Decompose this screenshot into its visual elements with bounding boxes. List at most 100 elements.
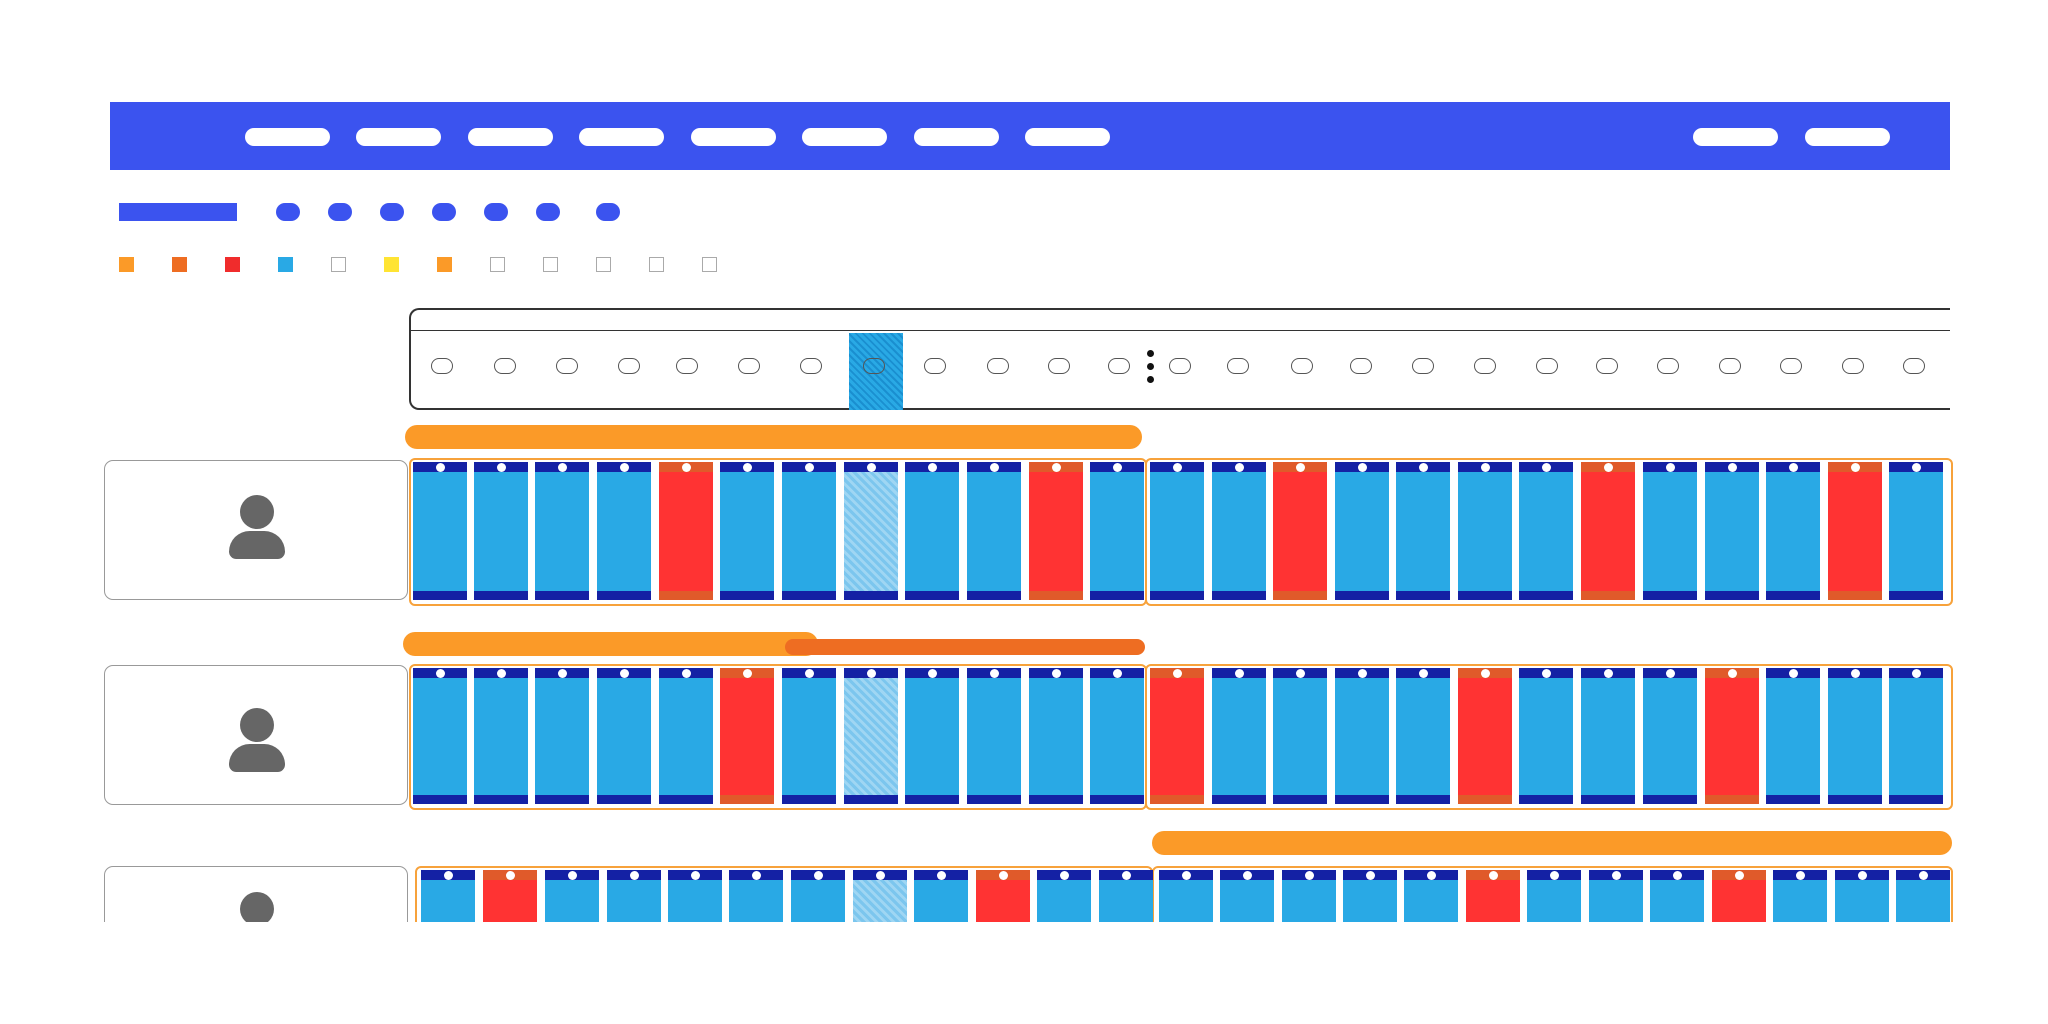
timeline-slot[interactable] xyxy=(1350,358,1372,374)
timeline-slot[interactable] xyxy=(556,358,578,374)
timeline-slot[interactable] xyxy=(924,358,946,374)
available-slot[interactable] xyxy=(782,462,836,600)
available-slot[interactable] xyxy=(535,462,589,600)
available-slot[interactable] xyxy=(791,870,845,930)
available-slot[interactable] xyxy=(1396,668,1450,804)
booking-span-bar-secondary[interactable] xyxy=(785,639,1145,655)
booked-slot[interactable] xyxy=(483,870,537,930)
toolbar-button-2[interactable] xyxy=(328,203,352,221)
available-slot[interactable] xyxy=(1519,668,1573,804)
available-slot[interactable] xyxy=(1589,870,1643,930)
available-slot[interactable] xyxy=(1212,462,1266,600)
available-slot[interactable] xyxy=(1037,870,1091,930)
booked-slot[interactable] xyxy=(976,870,1030,930)
available-slot[interactable] xyxy=(597,462,651,600)
timeline-slot[interactable] xyxy=(1536,358,1558,374)
available-slot[interactable] xyxy=(905,462,959,600)
available-slot[interactable] xyxy=(1828,668,1882,804)
toolbar-button-6[interactable] xyxy=(536,203,560,221)
available-slot[interactable] xyxy=(474,668,528,804)
timeline-slot[interactable] xyxy=(618,358,640,374)
available-slot[interactable] xyxy=(413,462,467,600)
booked-slot[interactable] xyxy=(720,668,774,804)
nav-action-2[interactable] xyxy=(1805,128,1890,146)
available-slot[interactable] xyxy=(421,870,475,930)
available-slot[interactable] xyxy=(967,668,1021,804)
nav-action-1[interactable] xyxy=(1693,128,1778,146)
available-slot[interactable] xyxy=(1099,870,1153,930)
available-slot[interactable] xyxy=(413,668,467,804)
toolbar-button-5[interactable] xyxy=(484,203,508,221)
available-slot[interactable] xyxy=(545,870,599,930)
timeline-slot[interactable] xyxy=(1412,358,1434,374)
available-slot[interactable] xyxy=(1835,870,1889,930)
timeline-slot[interactable] xyxy=(1227,358,1249,374)
timeline-slot[interactable] xyxy=(431,358,453,374)
available-slot[interactable] xyxy=(1404,870,1458,930)
available-slot[interactable] xyxy=(1458,462,1512,600)
timeline-slot[interactable] xyxy=(738,358,760,374)
nav-item-1[interactable] xyxy=(245,128,330,146)
timeline-slot[interactable] xyxy=(676,358,698,374)
selected-slot[interactable] xyxy=(853,870,907,930)
available-slot[interactable] xyxy=(1029,668,1083,804)
selected-slot[interactable] xyxy=(844,668,898,804)
timeline-slot[interactable] xyxy=(1657,358,1679,374)
available-slot[interactable] xyxy=(905,668,959,804)
available-slot[interactable] xyxy=(1766,462,1820,600)
timeline-slot[interactable] xyxy=(494,358,516,374)
nav-item-5[interactable] xyxy=(691,128,776,146)
nav-item-3[interactable] xyxy=(468,128,553,146)
available-slot[interactable] xyxy=(597,668,651,804)
timeline-slot[interactable] xyxy=(987,358,1009,374)
available-slot[interactable] xyxy=(1150,462,1204,600)
toolbar-button-1[interactable] xyxy=(276,203,300,221)
available-slot[interactable] xyxy=(1343,870,1397,930)
available-slot[interactable] xyxy=(1527,870,1581,930)
available-slot[interactable] xyxy=(782,668,836,804)
available-slot[interactable] xyxy=(1643,462,1697,600)
nav-item-7[interactable] xyxy=(914,128,999,146)
toolbar-button-7[interactable] xyxy=(596,203,620,221)
selected-slot[interactable] xyxy=(844,462,898,600)
timeline-slot[interactable] xyxy=(800,358,822,374)
nav-item-4[interactable] xyxy=(579,128,664,146)
booked-slot[interactable] xyxy=(1150,668,1204,804)
available-slot[interactable] xyxy=(668,870,722,930)
available-slot[interactable] xyxy=(729,870,783,930)
available-slot[interactable] xyxy=(1159,870,1213,930)
booking-span-bar[interactable] xyxy=(403,632,818,656)
toolbar-button-3[interactable] xyxy=(380,203,404,221)
available-slot[interactable] xyxy=(1889,668,1943,804)
timeline-slot[interactable] xyxy=(1291,358,1313,374)
available-slot[interactable] xyxy=(474,462,528,600)
timeline-slot[interactable] xyxy=(1048,358,1070,374)
available-slot[interactable] xyxy=(1643,668,1697,804)
timeline-slot[interactable] xyxy=(863,358,885,374)
timeline-slot[interactable] xyxy=(1108,358,1130,374)
timeline-slot[interactable] xyxy=(1169,358,1191,374)
available-slot[interactable] xyxy=(1889,462,1943,600)
available-slot[interactable] xyxy=(1705,462,1759,600)
available-slot[interactable] xyxy=(1220,870,1274,930)
user-card[interactable] xyxy=(104,460,408,600)
available-slot[interactable] xyxy=(1581,668,1635,804)
booked-slot[interactable] xyxy=(1458,668,1512,804)
available-slot[interactable] xyxy=(535,668,589,804)
available-slot[interactable] xyxy=(1090,462,1144,600)
available-slot[interactable] xyxy=(659,668,713,804)
available-slot[interactable] xyxy=(1282,870,1336,930)
timeline-slot[interactable] xyxy=(1780,358,1802,374)
booking-span-bar[interactable] xyxy=(1152,831,1952,855)
available-slot[interactable] xyxy=(1335,462,1389,600)
available-slot[interactable] xyxy=(1273,668,1327,804)
user-card[interactable] xyxy=(104,665,408,805)
booked-slot[interactable] xyxy=(1466,870,1520,930)
timeline-current-slot[interactable] xyxy=(849,333,903,410)
available-slot[interactable] xyxy=(1766,668,1820,804)
toolbar-button-4[interactable] xyxy=(432,203,456,221)
timeline-slot[interactable] xyxy=(1903,358,1925,374)
booked-slot[interactable] xyxy=(1712,870,1766,930)
available-slot[interactable] xyxy=(1212,668,1266,804)
available-slot[interactable] xyxy=(607,870,661,930)
